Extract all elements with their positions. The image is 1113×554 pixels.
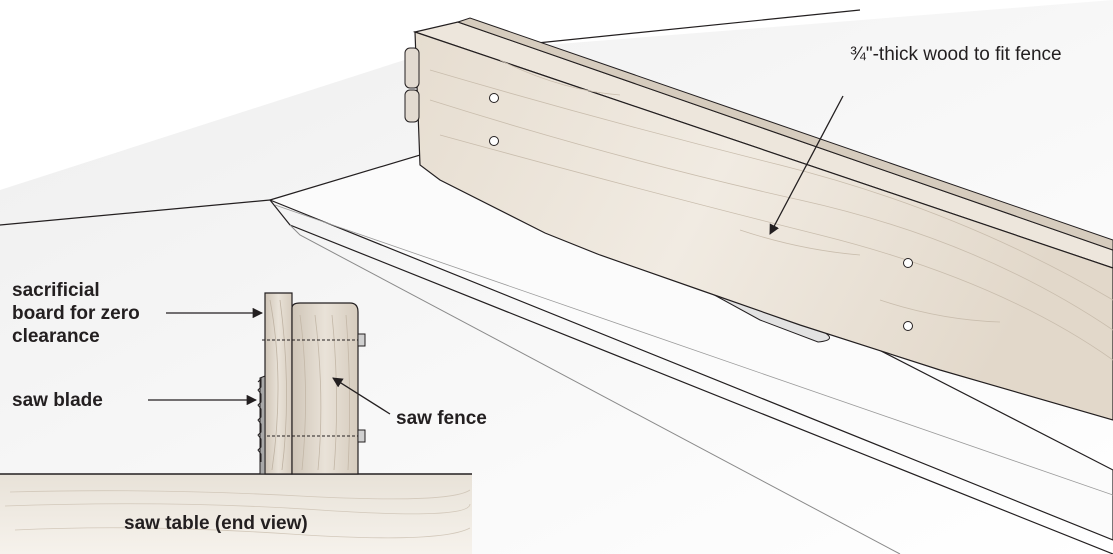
saw-fence-label: saw fence [396,408,487,429]
saw-blade-label: saw blade [12,390,103,411]
sacrificial-label-line-2: board for zero [12,303,140,324]
saw-table-label: saw table (end view) [124,513,308,534]
end-view-table [0,473,472,554]
sacrificial-board-label: sacrificial board for zero clearance [12,279,140,348]
leader-arrows [148,95,844,415]
end-view-sacrificial-board [264,292,293,475]
end-view-saw-fence [291,302,359,475]
arrow-wood-note [769,95,844,235]
end-view-saw-blade [257,375,266,475]
table-rip-strip [268,139,1113,554]
arrow-saw-fence [332,377,391,415]
sacrificial-label-line-1: sacrificial [12,280,100,301]
wood-thickness-label: ¾"-thick wood to fit fence [850,44,1062,65]
auxiliary-wood-fence [404,17,1113,421]
sacrificial-label-line-3: clearance [12,326,100,347]
end-view-bolts [262,333,366,443]
